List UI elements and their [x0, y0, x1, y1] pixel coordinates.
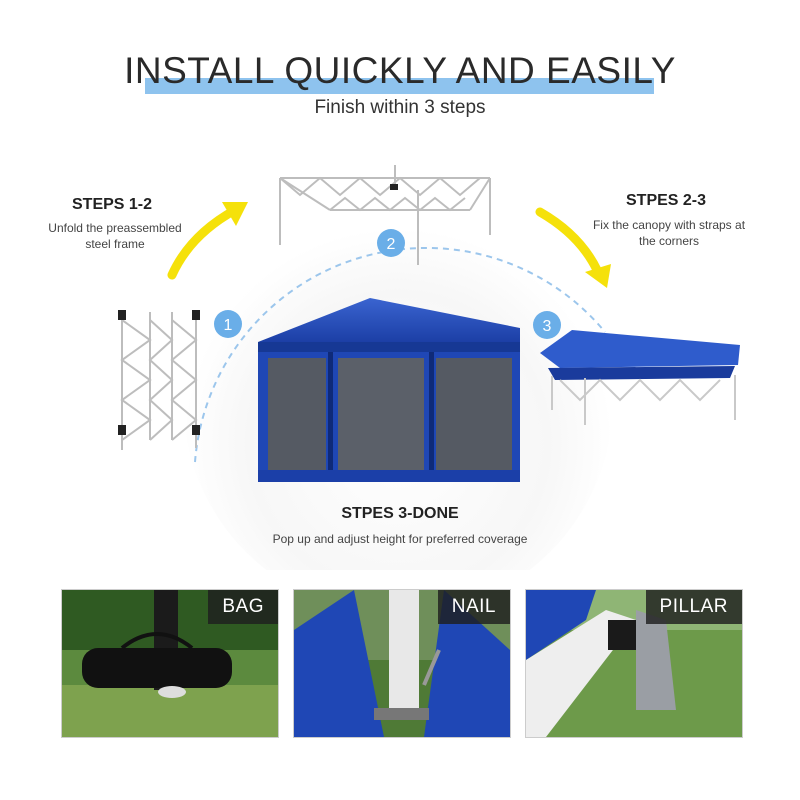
step-3-title: STPES 2-3	[626, 192, 707, 209]
nail-image	[294, 590, 510, 737]
step-done-title: STPES 3-DONE	[341, 505, 459, 522]
step-3-desc: Fix the canopy with straps at the corner…	[592, 218, 746, 248]
svg-text:2: 2	[387, 236, 396, 253]
step-1-title: STEPS 1-2	[72, 196, 153, 213]
pillar-image	[526, 590, 742, 737]
step-done-desc: Pop up and adjust height for preferred c…	[272, 532, 528, 546]
svg-text:3: 3	[543, 318, 552, 335]
feature-nail-label: NAIL	[437, 590, 510, 624]
steps-diagram: 1 2 3	[118, 165, 740, 570]
folded-frame	[118, 310, 200, 450]
step-badge-1: 1	[214, 310, 242, 338]
page-title: INSTALL QUICKLY AND EASILY	[124, 50, 676, 91]
step-1-desc: Unfold the preassembled steel frame	[48, 221, 182, 251]
steps-illustration: 1 2 3 STEPS 1-2 Unfold the preassembled …	[0, 140, 800, 570]
opened-frame	[279, 165, 491, 265]
feature-pillar-label: PILLAR	[645, 590, 742, 624]
title-highlight-bar	[145, 78, 654, 94]
svg-text:1: 1	[224, 317, 233, 334]
arrow-up-icon	[167, 202, 248, 280]
feature-nail-photo: NAIL	[293, 589, 511, 738]
canopy-frame	[540, 330, 740, 425]
feature-pillar-photo: PILLAR	[525, 589, 743, 738]
header: INSTALL QUICKLY AND EASILY	[0, 50, 800, 92]
dashed-arc	[194, 246, 606, 463]
page-subtitle: Finish within 3 steps	[314, 97, 486, 118]
step-badge-3: 3	[533, 311, 561, 339]
assembled-tent	[258, 298, 520, 482]
arrow-down-icon	[535, 207, 611, 288]
feature-bag-photo: BAG	[61, 589, 279, 738]
feature-bag-label: BAG	[208, 590, 278, 624]
step-badge-2: 2	[377, 229, 405, 257]
